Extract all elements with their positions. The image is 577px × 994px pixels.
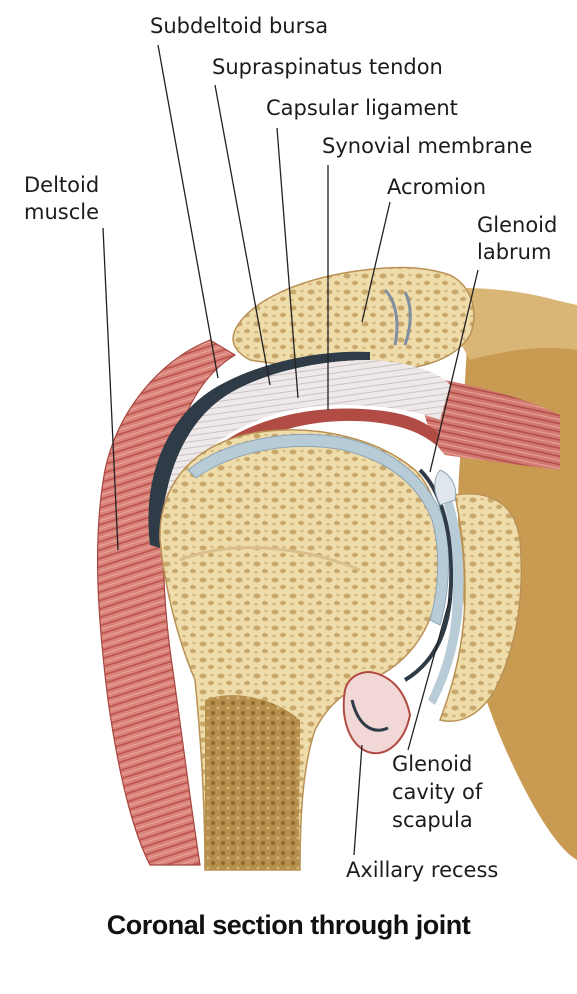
leader-deltoid-muscle [102, 227, 119, 551]
label-glenoid-cavity-line1: Glenoid [392, 752, 473, 776]
label-glenoid-labrum-line1: Glenoid [477, 213, 558, 237]
diagram-caption: Coronal section through joint [106, 910, 471, 940]
label-glenoid-cavity-line2: cavity of [392, 780, 483, 804]
axillary-recess-fold [350, 699, 389, 732]
supraspinatus-tendon [160, 360, 450, 548]
label-subdeltoid-bursa: Subdeltoid bursa [150, 14, 329, 38]
axillary-recess-shape [342, 670, 412, 755]
label-glenoid-cavity-line3: scapula [392, 808, 473, 832]
glenoid-bone [439, 493, 523, 722]
leader-supraspinatus-tendon [214, 84, 271, 386]
acromioclavicular-joint [383, 288, 412, 346]
label-capsular-ligament: Capsular ligament [266, 96, 458, 120]
supraspinatus-muscle [420, 375, 560, 470]
leader-acromion [361, 201, 391, 323]
label-synovial-membrane: Synovial membrane [322, 134, 533, 158]
label-supraspinatus-tendon: Supraspinatus tendon [212, 55, 443, 79]
leader-axillary-recess [353, 744, 363, 856]
epiphyseal-line [179, 546, 361, 572]
label-deltoid-muscle-line2: muscle [24, 200, 100, 224]
glenoid-labrum [434, 469, 457, 506]
medullary-cavity [205, 695, 300, 870]
subdeltoid-bursa [148, 351, 370, 548]
leader-glenoid-labrum [429, 269, 479, 473]
leader-subdeltoid-bursa [157, 44, 219, 379]
articular-cartilage [187, 434, 450, 626]
glenoid-cartilage [428, 500, 464, 705]
label-axillary-recess: Axillary recess [346, 858, 499, 882]
leader-glenoid-cavity [407, 597, 451, 751]
label-acromion: Acromion [387, 175, 487, 199]
label-glenoid-labrum-line2: labrum [477, 240, 552, 264]
leader-capsular-ligament [276, 127, 299, 399]
leader-lines [102, 44, 479, 856]
label-deltoid-muscle-line1: Deltoid [24, 173, 100, 197]
